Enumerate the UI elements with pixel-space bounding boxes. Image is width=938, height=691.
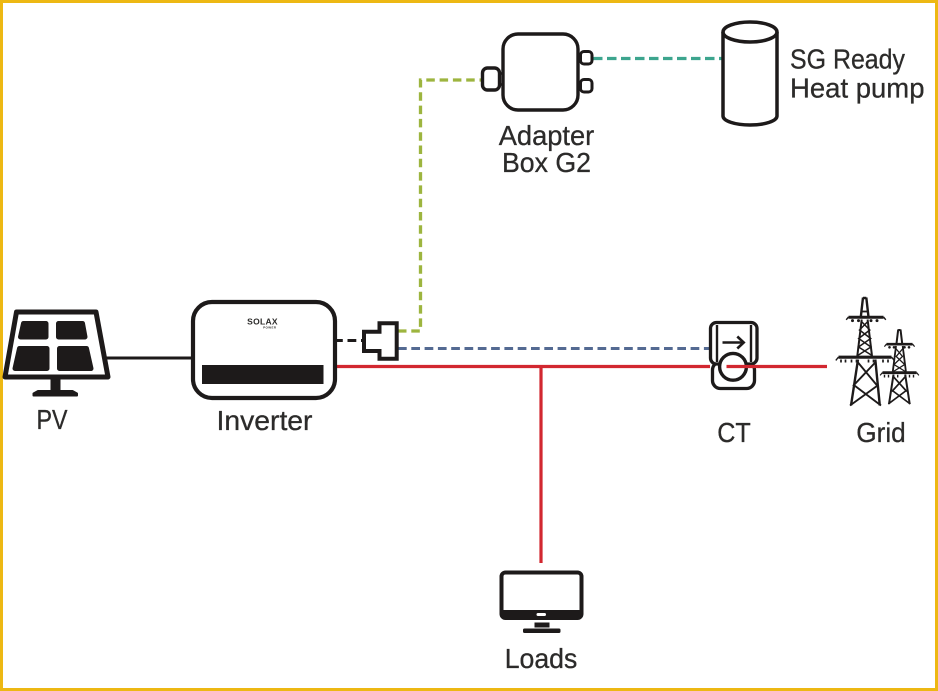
svg-text:Box G2: Box G2 xyxy=(502,147,591,178)
svg-text:Inverter: Inverter xyxy=(217,405,313,436)
svg-text:PV: PV xyxy=(37,404,68,435)
svg-text:SOLAX: SOLAX xyxy=(247,317,278,327)
svg-text:Loads: Loads xyxy=(505,643,578,674)
svg-text:Grid: Grid xyxy=(856,417,906,448)
svg-text:CT: CT xyxy=(717,417,751,448)
svg-text:POWER: POWER xyxy=(263,325,277,329)
svg-text:SG Ready: SG Ready xyxy=(790,44,905,75)
svg-text:Adapter: Adapter xyxy=(499,120,595,151)
svg-text:Heat pump: Heat pump xyxy=(790,73,925,104)
